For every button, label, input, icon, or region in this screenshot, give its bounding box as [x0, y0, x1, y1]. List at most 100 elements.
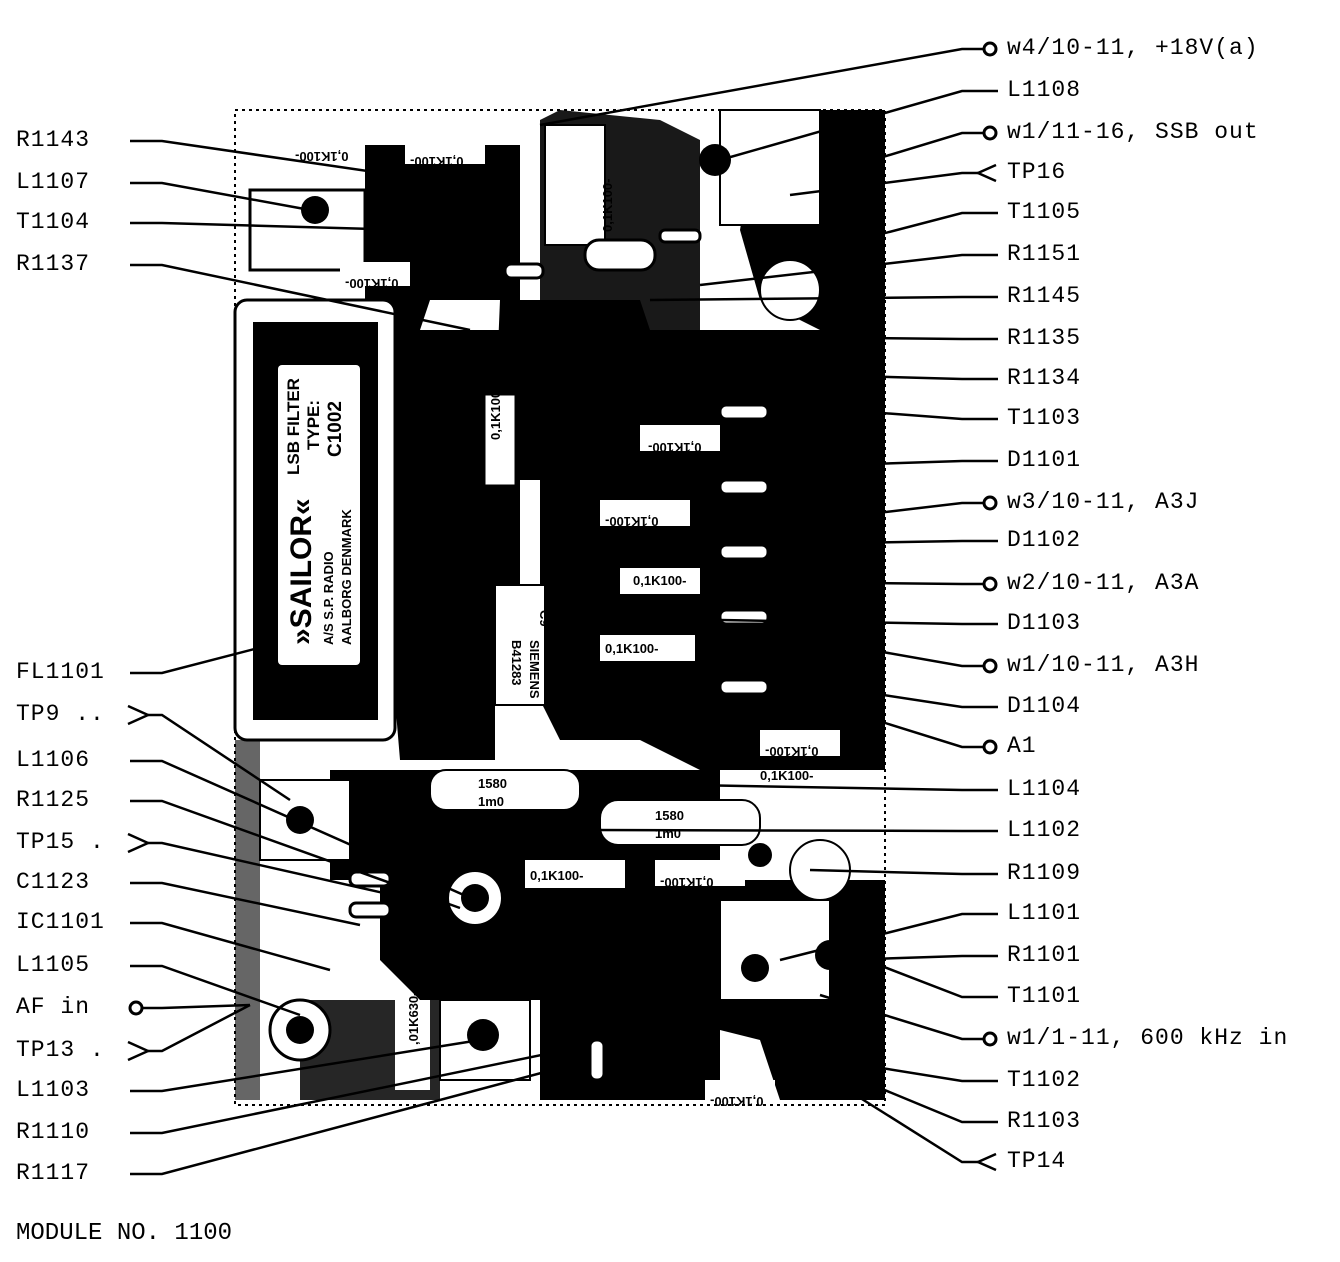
leader-lines: [127, 41, 998, 1176]
leader-line: [799, 1053, 998, 1124]
component-marking: 1m0: [655, 826, 681, 841]
leader-line: [779, 912, 998, 962]
component-marking: 0,1K100-: [648, 440, 701, 455]
leader-line: [130, 643, 271, 675]
connector-terminal-icon: [982, 576, 998, 592]
component-marking: 0,1K100-: [633, 573, 686, 588]
leader-line: [689, 459, 998, 472]
right-label-d1104: D1104: [1007, 693, 1082, 719]
leader-line: [148, 1003, 251, 1053]
component-markings: 0,1K100- 0,1K100- 0,1K100- 0,1K100- 0,1K100-…: [295, 149, 818, 1109]
component-marking: SIEMENS: [527, 640, 542, 699]
connector-terminal-icon: [982, 1031, 998, 1047]
leader-line: [699, 253, 998, 287]
component-marking: 1580: [655, 808, 684, 823]
component-marking: 0,1K100-: [295, 149, 348, 164]
left-label-t1104: T1104: [16, 209, 91, 235]
left-label-fl1101: FL1101: [16, 659, 105, 685]
component-marking: C9: [537, 610, 552, 627]
left-label-l1106: L1106: [16, 747, 91, 773]
component-marking: B41283: [509, 640, 524, 686]
right-label-d1102: D1102: [1007, 527, 1082, 553]
test-point-icon: [127, 1040, 152, 1062]
component-marking: 0,1K100-: [345, 276, 398, 291]
filter-type-line2: TYPE:: [304, 400, 323, 450]
leader-line: [809, 868, 998, 876]
leader-line: [649, 295, 998, 302]
left-label-tp9: TP9 ..: [16, 701, 105, 727]
right-label-d1103: D1103: [1007, 610, 1082, 636]
filter-type-line3: C1002: [325, 401, 346, 457]
connector-terminal-icon: [982, 125, 998, 141]
left-label-r1137: R1137: [16, 251, 91, 277]
leader-line: [639, 393, 998, 421]
component-marking: 0,1K100-: [765, 744, 818, 759]
right-label-r1134: R1134: [1007, 365, 1082, 391]
component-marking: 0,1K100-: [660, 875, 713, 890]
left-label-r1125: R1125: [16, 787, 91, 813]
right-label-w1-11-16-ssb-out: w1/11-16, SSB out: [1007, 119, 1259, 145]
left-label-r1117: R1117: [16, 1160, 91, 1186]
test-point-icon: [127, 832, 152, 854]
component-marking: ,01K630-: [406, 992, 421, 1045]
right-label-w2-10-11-a3a: w2/10-11, A3A: [1007, 570, 1200, 596]
test-point-icon: [974, 163, 997, 183]
leader-line: [839, 954, 998, 962]
leader-line: [719, 618, 998, 626]
lsb-filter-fl1101: »SAILOR« A/S S.P. RADIO AALBORG DENMARK …: [233, 298, 397, 742]
left-label-r1110: R1110: [16, 1119, 91, 1145]
right-label-r1101: R1101: [1007, 942, 1082, 968]
leader-line: [819, 993, 984, 1041]
right-label-r1151: R1151: [1007, 241, 1082, 267]
leader-line: [130, 1038, 481, 1093]
left-label-l1107: L1107: [16, 169, 91, 195]
component-marking: 0,1K100-: [605, 641, 658, 656]
leader-line: [130, 964, 301, 1017]
right-label-l1108: L1108: [1007, 77, 1082, 103]
component-marking: 0,1K100-: [600, 179, 615, 232]
component-marking: 0,1K100-: [530, 868, 583, 883]
connector-terminal-icon: [982, 41, 998, 57]
right-label-tp16: TP16: [1007, 159, 1067, 185]
leader-line: [859, 581, 984, 586]
right-label-w4-10-11-18v-a: w4/10-11, +18V(a): [1007, 35, 1259, 61]
leader-line: [839, 131, 984, 172]
component-marking: 0,1K100-: [605, 514, 658, 529]
component-marking: 0,1K100-: [410, 154, 463, 169]
left-label-af-in: AF in: [16, 994, 91, 1020]
leader-line: [539, 47, 984, 127]
leader-line: [148, 841, 451, 910]
leader-line: [130, 139, 396, 177]
leader-line: [130, 1043, 591, 1135]
component-marking: 1m0: [478, 794, 504, 809]
connector-terminal-icon: [982, 739, 998, 755]
leader-line: [719, 539, 998, 547]
filter-maker-line2: AALBORG DENMARK: [339, 509, 354, 645]
leader-line: [130, 263, 471, 332]
module-caption: MODULE NO. 1100: [16, 1220, 233, 1247]
right-label-t1101: T1101: [1007, 983, 1082, 1009]
left-label-c1123: C1123: [16, 869, 91, 895]
right-label-tp14: TP14: [1007, 1148, 1067, 1174]
leader-line: [130, 221, 481, 234]
right-label-d1101: D1101: [1007, 447, 1082, 473]
left-label-tp15: TP15 .: [16, 829, 105, 855]
leader-line: [859, 501, 984, 517]
component-marking: 1580: [478, 776, 507, 791]
right-label-r1109: R1109: [1007, 860, 1082, 886]
filter-maker-line1: A/S S.P. RADIO: [321, 551, 336, 645]
right-label-r1145: R1145: [1007, 283, 1082, 309]
leader-line: [130, 881, 361, 927]
component-marking: 0,1K100-: [710, 1094, 763, 1109]
right-label-w1-10-11-a3h: w1/10-11, A3H: [1007, 652, 1200, 678]
leader-line: [599, 333, 998, 341]
right-label-t1105: T1105: [1007, 199, 1082, 225]
leader-line: [839, 948, 998, 999]
right-label-a1: A1: [1007, 733, 1037, 759]
leader-line: [639, 368, 998, 381]
left-label-r1143: R1143: [16, 127, 91, 153]
left-label-l1105: L1105: [16, 952, 91, 978]
connector-terminal-icon: [982, 658, 998, 674]
